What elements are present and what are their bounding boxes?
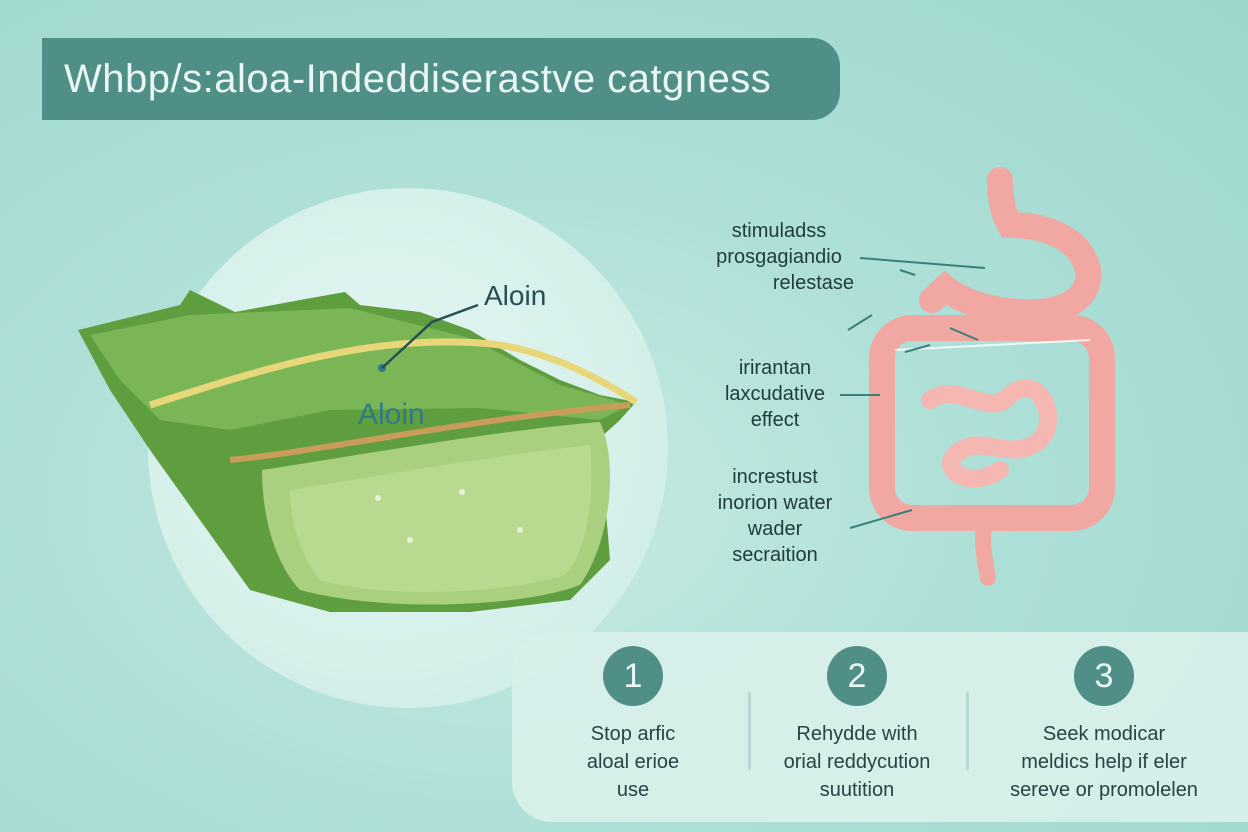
- title-banner: Whbp/s:aloa-Indeddiserastve catgness: [42, 38, 840, 120]
- rectum-shape: [974, 510, 996, 586]
- arrow-small: [847, 314, 873, 331]
- step-number-badge: 1: [603, 646, 663, 706]
- leaf-rind-line: [229, 402, 631, 463]
- step-1: 1 Stop arfic aloal erioe use: [528, 646, 738, 804]
- step-text: Seek modicar meldics help if eler sereve…: [994, 720, 1214, 804]
- effect-secretion: increstust inorion water wader secraitio…: [700, 464, 850, 568]
- step-number-badge: 2: [827, 646, 887, 706]
- step-line: suutition: [819, 779, 895, 801]
- gel-bubble: [375, 495, 381, 501]
- arrow-prostaglandin: [859, 257, 986, 269]
- step-number-badge: 3: [1074, 646, 1134, 706]
- step-2: 2 Rehydde with orial reddycution suutiti…: [752, 646, 962, 804]
- aloe-leaf-illustration: [78, 290, 638, 612]
- step-3: 3 Seek modicar meldics help if eler sere…: [994, 646, 1214, 804]
- aloin-layer-line: [148, 338, 638, 409]
- aloin-callout-label: Aloin: [484, 280, 547, 311]
- aloin-callout-line: [381, 303, 479, 369]
- effect-arrows: [840, 257, 986, 529]
- leaf-gel-highlight: [290, 445, 592, 592]
- effect-laxative: irirantan laxcudative effect: [700, 355, 850, 433]
- effect-line: secraition: [732, 544, 818, 566]
- step-line: aloal erioe: [586, 751, 680, 773]
- step-text: Stop arfic aloal erioe use: [528, 720, 738, 804]
- intestine-highlight: [894, 339, 1091, 351]
- leaf-top-surface: [90, 308, 630, 430]
- effect-line: effect: [750, 409, 800, 431]
- digestive-system-illustration: [869, 167, 1115, 586]
- arrow-small: [899, 269, 916, 276]
- step-divider: [748, 692, 751, 770]
- effect-prostaglandin: stimuladss prosgagiandio relestase: [704, 218, 854, 296]
- effect-line: inorion water: [717, 492, 833, 514]
- effect-line: stimuladss: [731, 220, 827, 242]
- step-line: orial reddycution: [783, 751, 931, 773]
- arrow-small: [904, 344, 931, 353]
- gel-bubble: [407, 537, 413, 543]
- aloin-inner-label: Aloin: [358, 398, 425, 431]
- stomach-shape: [919, 167, 1102, 326]
- step-line: Rehydde with: [796, 723, 918, 745]
- step-line: meldics help if eler: [1021, 751, 1187, 773]
- step-line: Seek modicar: [1042, 723, 1166, 745]
- step-text: Rehydde with orial reddycution suutition: [752, 720, 962, 804]
- effect-line: prosgagiandio: [716, 246, 842, 268]
- arrow-small: [949, 327, 979, 341]
- page-title: Whbp/s:aloa-Indeddiserastve catgness: [64, 57, 772, 101]
- step-line: Stop arfic: [590, 723, 676, 745]
- step-line: sereve or promolelen: [1010, 779, 1198, 801]
- effect-line: relestase: [772, 272, 854, 294]
- small-intestine-coil: [921, 379, 1057, 488]
- effect-line: wader: [747, 518, 803, 540]
- step-divider: [966, 692, 969, 770]
- large-intestine-frame: [869, 315, 1115, 531]
- gel-bubble: [517, 527, 523, 533]
- effect-line: laxcudative: [724, 383, 826, 405]
- arrow-secretion: [849, 509, 913, 529]
- effect-line: increstust: [732, 466, 818, 488]
- effect-line: irirantan: [738, 357, 812, 379]
- step-line: use: [616, 779, 650, 801]
- gel-bubble: [459, 489, 465, 495]
